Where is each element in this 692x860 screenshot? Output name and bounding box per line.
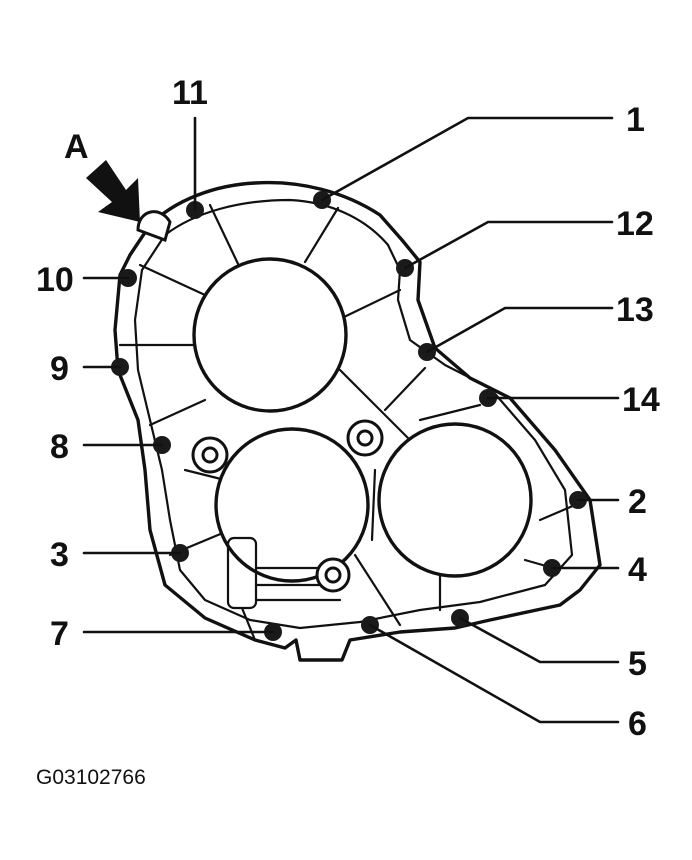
bosses: [136, 210, 384, 593]
label-5: 5: [628, 645, 647, 683]
label-7: 7: [50, 615, 69, 653]
arrow-icon: [86, 160, 140, 222]
label-9: 9: [50, 350, 69, 388]
upper-bore: [192, 257, 348, 413]
housing-outline: [113, 180, 602, 662]
lower-left-bore: [214, 427, 370, 583]
label-13: 13: [616, 291, 654, 329]
label-1: 1: [626, 101, 645, 139]
label-2: 2: [628, 483, 647, 521]
label-14: 14: [622, 381, 660, 419]
label-10: 10: [36, 261, 74, 299]
label-3: 3: [50, 536, 69, 574]
label-8: 8: [50, 428, 69, 466]
leader-lines: [82, 116, 620, 724]
ribs: [118, 203, 577, 627]
inner-flange-outline: [133, 198, 574, 630]
figure-id: G03102766: [36, 766, 146, 789]
right-bore: [377, 422, 533, 578]
label-6: 6: [628, 705, 647, 743]
label-12: 12: [616, 205, 654, 243]
callout-labels: 1 12 13 14 2 4 5 6 7 3 8 9 10 11: [36, 74, 660, 743]
view-arrow-label: A: [64, 128, 89, 166]
view-arrow-a: A: [64, 128, 140, 222]
label-11: 11: [172, 74, 208, 112]
label-4: 4: [628, 551, 647, 589]
